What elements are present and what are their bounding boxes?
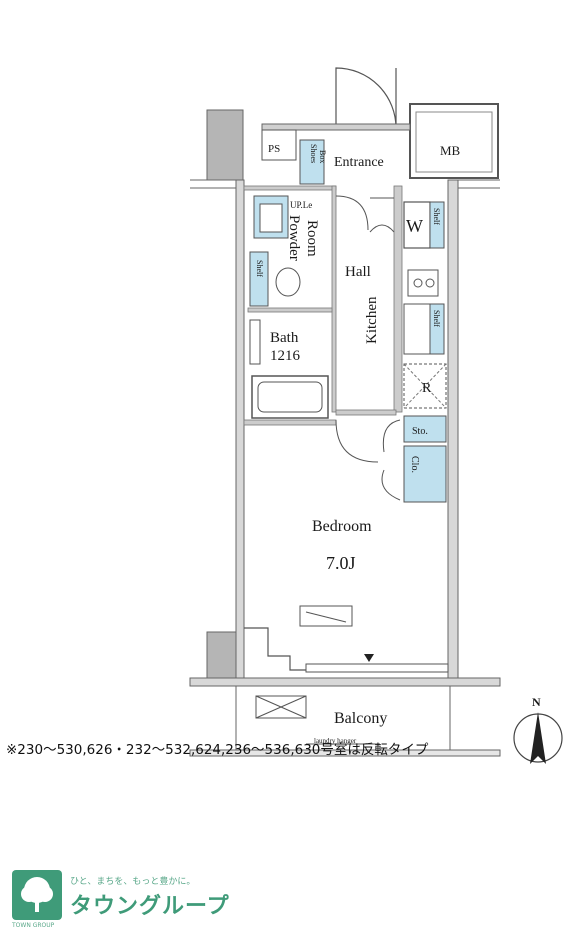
svg-text:Shelf: Shelf bbox=[432, 310, 441, 327]
svg-text:R: R bbox=[422, 381, 432, 396]
kitchen-sink bbox=[403, 303, 431, 355]
closet bbox=[403, 445, 447, 503]
bedroom-size: 7.0J bbox=[326, 553, 356, 573]
svg-text:Room: Room bbox=[304, 220, 320, 257]
toilet bbox=[275, 267, 301, 297]
reversed-type-note: ※230～530,626・232～532,624,236～536,630号室は反… bbox=[6, 742, 429, 758]
svg-text:Shelf: Shelf bbox=[255, 260, 264, 277]
svg-text:Shelf: Shelf bbox=[432, 208, 441, 225]
floor-plan: MB PS Shoes Box Entrance UP.Le Powder Ro… bbox=[189, 67, 563, 764]
entrance-label: Entrance bbox=[334, 155, 384, 170]
powder-room-label: Powder bbox=[286, 215, 302, 261]
balcony-handrail bbox=[189, 749, 501, 757]
town-group-logo: ひと、まちを、もっと豊かに。 タウングループ TOWN GROUP bbox=[12, 870, 272, 930]
svg-text:Shoes: Shoes bbox=[309, 144, 318, 163]
kitchen-label: Kitchen bbox=[364, 296, 380, 344]
ps-shaft bbox=[261, 129, 297, 161]
powder-shelf bbox=[249, 251, 269, 307]
logo-brand: タウングループ bbox=[70, 894, 230, 919]
hall-label: Hall bbox=[345, 264, 371, 280]
mb-label: MB bbox=[440, 143, 461, 158]
window-sash bbox=[305, 663, 449, 673]
svg-text:Sto.: Sto. bbox=[412, 426, 428, 437]
bath-label: Bath bbox=[270, 330, 299, 346]
north-compass: N bbox=[513, 695, 563, 764]
north-label: N bbox=[532, 695, 541, 709]
left-column bbox=[206, 109, 244, 181]
mb-room bbox=[409, 103, 499, 179]
washing-machine bbox=[403, 201, 431, 249]
svg-text:Box: Box bbox=[318, 150, 327, 163]
ac-unit bbox=[299, 605, 353, 627]
tree-logo-icon bbox=[12, 870, 62, 920]
svg-text:W: W bbox=[406, 216, 423, 236]
outer-wall-right bbox=[447, 179, 459, 681]
up-le-label: UP.Le bbox=[290, 200, 312, 210]
powder-door bbox=[335, 195, 369, 231]
bedroom-door bbox=[335, 419, 379, 463]
logo-sub: TOWN GROUP bbox=[12, 922, 55, 929]
shoes-box bbox=[299, 139, 325, 185]
balcony-label: Balcony bbox=[334, 710, 387, 727]
bath-size: 1216 bbox=[270, 348, 301, 364]
laundry-hanger-label: laundry hanger bbox=[314, 737, 357, 745]
outer-wall-left bbox=[235, 179, 245, 681]
entrance-door bbox=[335, 67, 397, 129]
logo-tagline: ひと、まちを、もっと豊かに。 bbox=[70, 877, 196, 887]
svg-text:Clo.: Clo. bbox=[409, 456, 420, 473]
stove bbox=[407, 269, 439, 297]
bedroom-label: Bedroom bbox=[312, 518, 372, 535]
ps-label: PS bbox=[268, 143, 280, 155]
storage bbox=[403, 415, 447, 443]
